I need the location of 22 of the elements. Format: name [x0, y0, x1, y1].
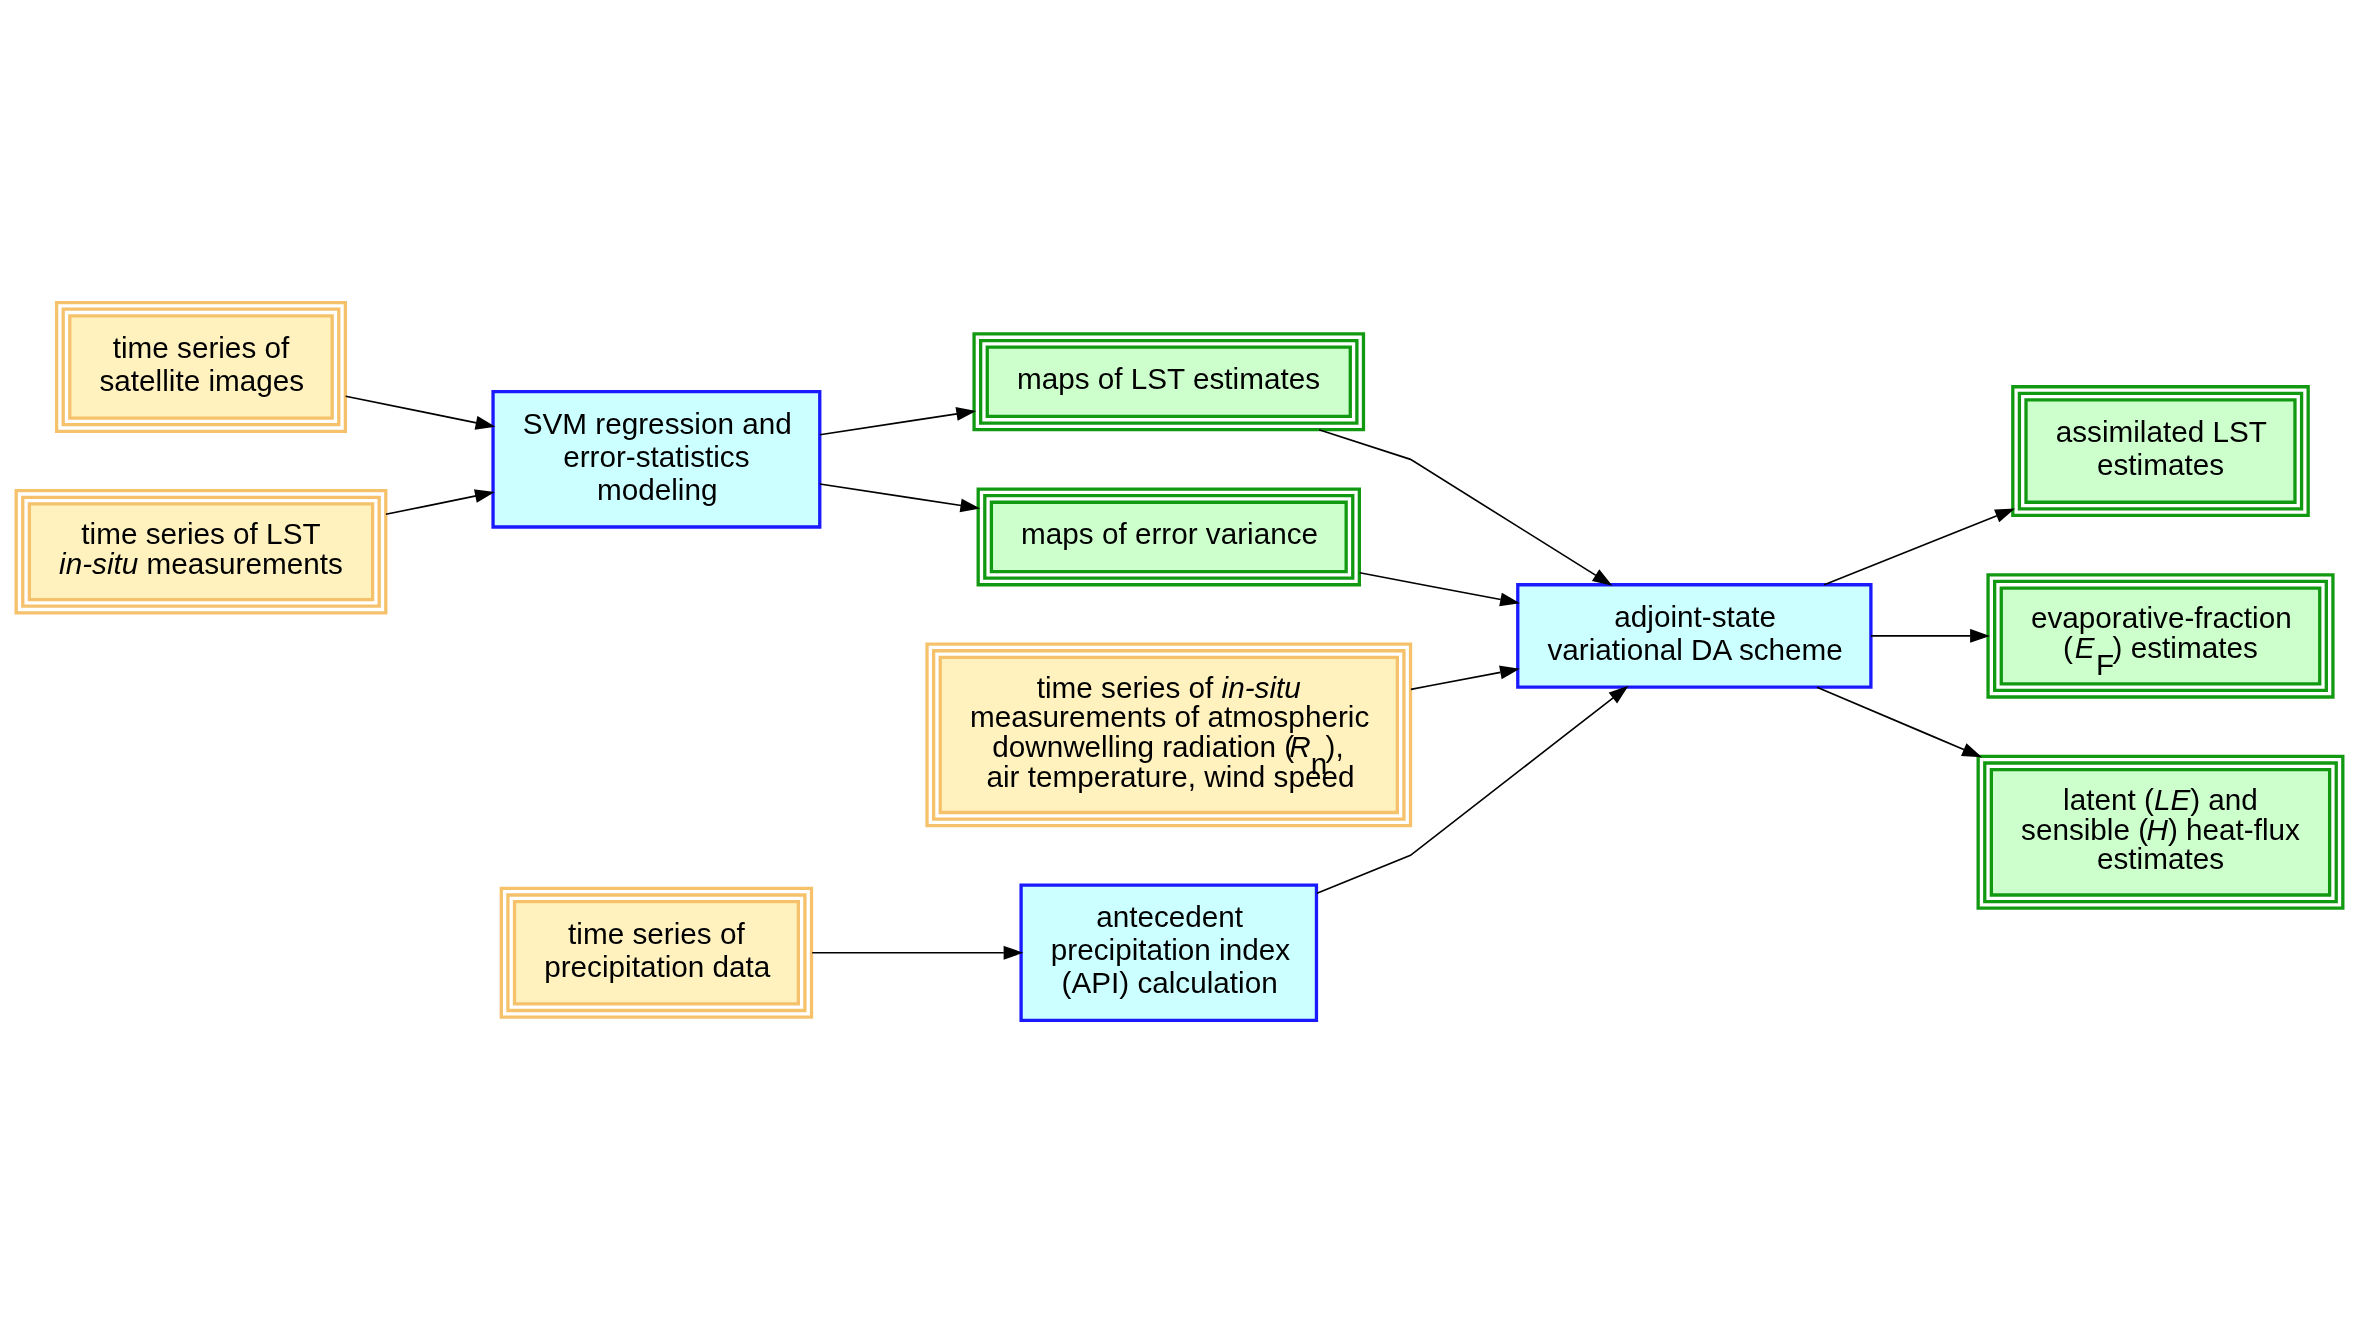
arrow [344, 394, 496, 430]
arrow [1870, 628, 1990, 643]
arrow [819, 406, 977, 436]
arrow [1823, 508, 2016, 585]
arrow [1410, 665, 1520, 690]
node-box: SVM regression and error-statistics modeling [491, 389, 822, 529]
node-box: time series of LST in-situ measurements [14, 488, 388, 614]
node-box: antecedent precipitation index (API) calculation [1019, 882, 1319, 1022]
arrow [811, 945, 1024, 960]
node-box: maps of LST estimates [972, 331, 1366, 431]
arrow [1316, 685, 1629, 894]
node-box: maps of error variance [976, 486, 1361, 586]
arrow [385, 488, 495, 515]
node-box: time series of precipitation data [499, 886, 814, 1019]
node-box: adjoint-state variational DA scheme [1516, 582, 1873, 689]
arrow [1318, 428, 1613, 586]
node-box: assimilated LST estimates [2011, 384, 2310, 517]
node-box: time series of satellite images [54, 300, 347, 433]
arrow [1816, 685, 1982, 757]
arrow [819, 482, 981, 512]
arrow [1358, 571, 1520, 606]
node-box: latent (LE) and sensible (H) heat-flux estimates [1976, 754, 2345, 910]
